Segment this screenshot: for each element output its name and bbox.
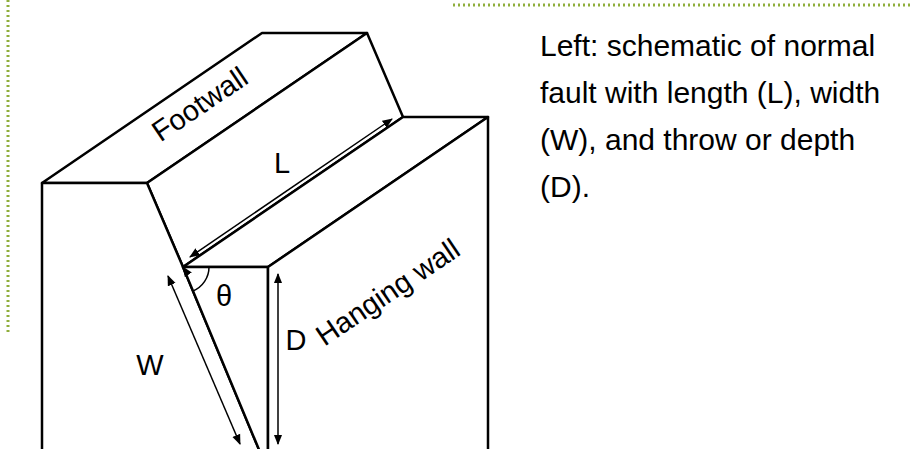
dimension-label: L bbox=[274, 149, 290, 178]
angle-label: θ bbox=[216, 282, 232, 311]
block-outline bbox=[42, 33, 488, 449]
dimension-arrows bbox=[168, 119, 392, 444]
angle-arc bbox=[193, 267, 209, 291]
dimension-label: W bbox=[136, 351, 163, 380]
figure-caption: Left: schematic of normal fault with len… bbox=[540, 22, 902, 210]
dimension-label: D bbox=[286, 326, 307, 355]
